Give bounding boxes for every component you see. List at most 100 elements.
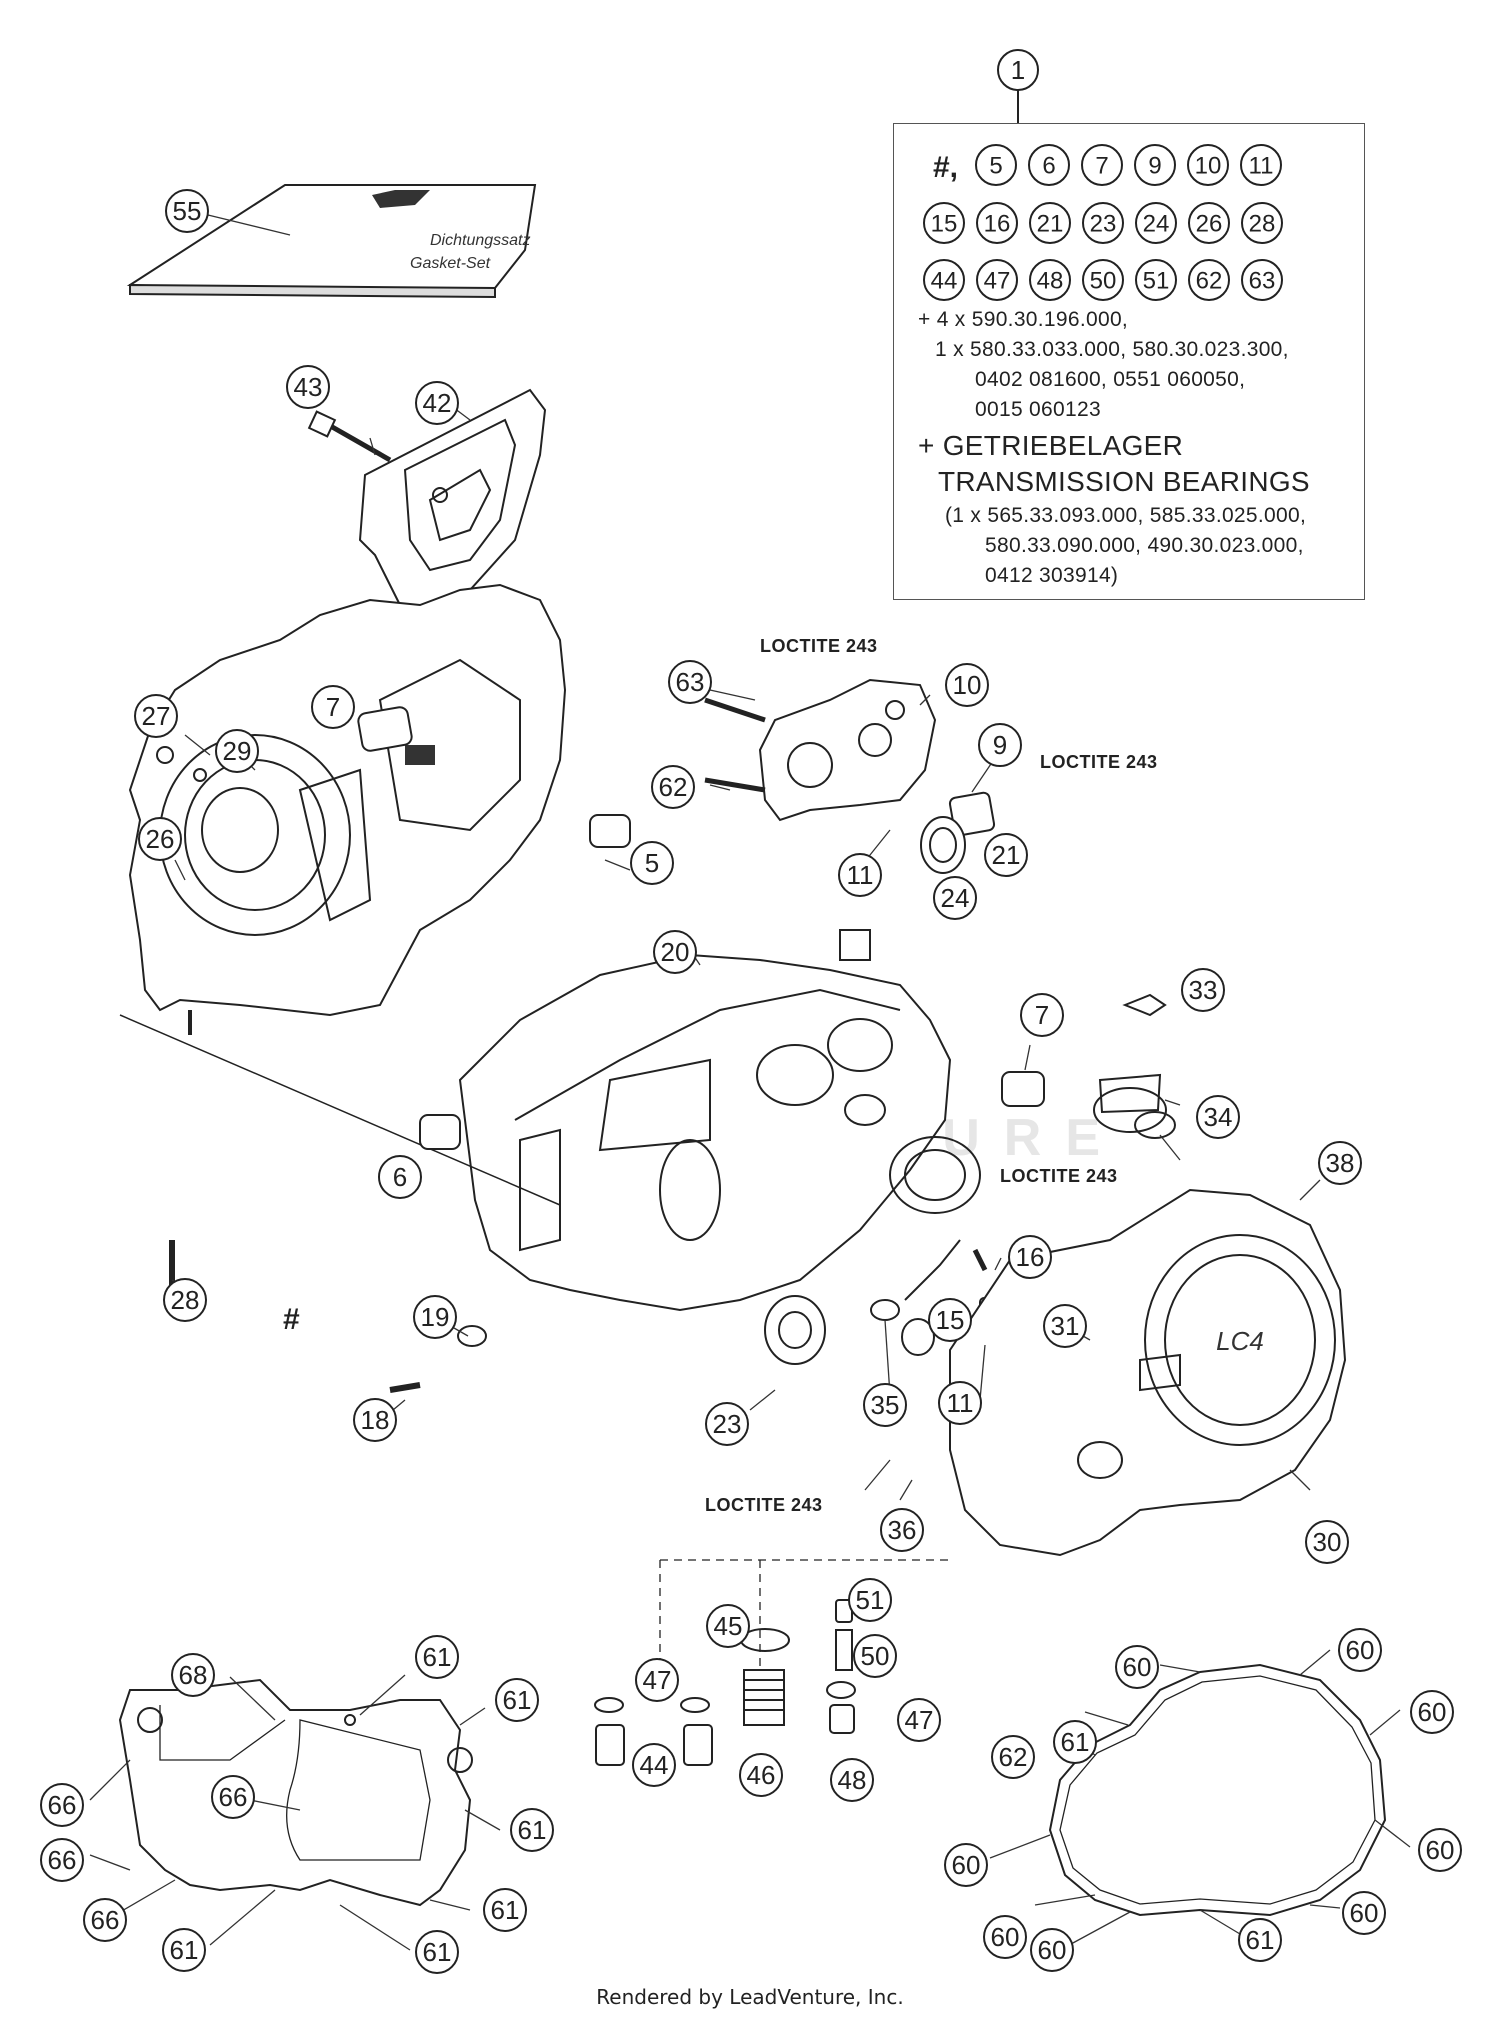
- legend-badge-15[interactable]: 15: [923, 202, 965, 244]
- callout-62[interactable]: 62: [651, 765, 695, 809]
- callout-33[interactable]: 33: [1181, 968, 1225, 1012]
- callout-60[interactable]: 60: [1342, 1891, 1386, 1935]
- callout-60[interactable]: 60: [1115, 1645, 1159, 1689]
- callout-48[interactable]: 48: [830, 1758, 874, 1802]
- callout-63[interactable]: 63: [668, 660, 712, 704]
- legend-badge-24[interactable]: 24: [1135, 202, 1177, 244]
- callout-38[interactable]: 38: [1318, 1141, 1362, 1185]
- callout-7[interactable]: 7: [1020, 993, 1064, 1037]
- callout-7[interactable]: 7: [311, 685, 355, 729]
- svg-text:9: 9: [1148, 152, 1161, 179]
- svg-text:6: 6: [393, 1162, 407, 1192]
- callout-6[interactable]: 6: [378, 1155, 422, 1199]
- callout-55[interactable]: 55: [165, 189, 209, 233]
- callout-26[interactable]: 26: [138, 817, 182, 861]
- svg-text:48: 48: [838, 1765, 867, 1795]
- callout-61[interactable]: 61: [1238, 1918, 1282, 1962]
- legend-badge-6[interactable]: 6: [1028, 144, 1070, 186]
- lc4-logo: LC4: [1216, 1326, 1264, 1356]
- callout-61[interactable]: 61: [162, 1928, 206, 1972]
- legend-badge-5[interactable]: 5: [975, 144, 1017, 186]
- legend-badge-51[interactable]: 51: [1135, 259, 1177, 301]
- legend-badge-47[interactable]: 47: [976, 259, 1018, 301]
- svg-text:47: 47: [905, 1705, 934, 1735]
- callout-31[interactable]: 31: [1043, 1304, 1087, 1348]
- callout-66[interactable]: 66: [211, 1775, 255, 1819]
- svg-text:47: 47: [643, 1665, 672, 1695]
- callout-61[interactable]: 61: [510, 1808, 554, 1852]
- callout-11[interactable]: 11: [838, 853, 882, 897]
- callout-20[interactable]: 20: [653, 930, 697, 974]
- callout-45[interactable]: 45: [706, 1604, 750, 1648]
- callout-23[interactable]: 23: [705, 1402, 749, 1446]
- callout-36[interactable]: 36: [880, 1508, 924, 1552]
- callout-27[interactable]: 27: [134, 694, 178, 738]
- callout-61[interactable]: 61: [495, 1678, 539, 1722]
- callout-61[interactable]: 61: [415, 1635, 459, 1679]
- legend-line-5: + GETRIEBELAGER: [918, 430, 1184, 461]
- callout-11[interactable]: 11: [938, 1381, 982, 1425]
- legend-badge-44[interactable]: 44: [923, 259, 965, 301]
- svg-text:61: 61: [518, 1815, 547, 1845]
- callout-62[interactable]: 62: [991, 1735, 1035, 1779]
- svg-text:68: 68: [179, 1660, 208, 1690]
- legend-badge-28[interactable]: 28: [1241, 202, 1283, 244]
- legend-badge-63[interactable]: 63: [1241, 259, 1283, 301]
- callout-9[interactable]: 9: [978, 723, 1022, 767]
- callout-61[interactable]: 61: [483, 1888, 527, 1932]
- svg-text:60: 60: [1346, 1635, 1375, 1665]
- legend-badge-7[interactable]: 7: [1081, 144, 1123, 186]
- callout-61[interactable]: 61: [1053, 1720, 1097, 1764]
- callout-47[interactable]: 47: [635, 1658, 679, 1702]
- callout-28[interactable]: 28: [163, 1278, 207, 1322]
- callout-1[interactable]: 1: [997, 49, 1039, 123]
- callout-60[interactable]: 60: [1418, 1828, 1462, 1872]
- legend-badge-10[interactable]: 10: [1187, 144, 1229, 186]
- legend-badge-23[interactable]: 23: [1082, 202, 1124, 244]
- legend-badge-26[interactable]: 26: [1188, 202, 1230, 244]
- svg-text:60: 60: [1038, 1935, 1067, 1965]
- callout-29[interactable]: 29: [215, 729, 259, 773]
- svg-text:51: 51: [1143, 267, 1170, 294]
- callout-60[interactable]: 60: [1338, 1628, 1382, 1672]
- callout-43[interactable]: 43: [286, 365, 330, 409]
- callout-60[interactable]: 60: [983, 1915, 1027, 1959]
- callout-66[interactable]: 66: [40, 1838, 84, 1882]
- legend-badge-9[interactable]: 9: [1134, 144, 1176, 186]
- legend-badge-50[interactable]: 50: [1082, 259, 1124, 301]
- legend-badge-16[interactable]: 16: [976, 202, 1018, 244]
- callout-66[interactable]: 66: [83, 1898, 127, 1942]
- svg-text:26: 26: [146, 824, 175, 854]
- callout-34[interactable]: 34: [1196, 1095, 1240, 1139]
- legend-badge-21[interactable]: 21: [1029, 202, 1071, 244]
- callout-24[interactable]: 24: [933, 876, 977, 920]
- callout-42[interactable]: 42: [415, 381, 459, 425]
- callout-35[interactable]: 35: [863, 1383, 907, 1427]
- callout-61[interactable]: 61: [415, 1930, 459, 1974]
- callout-68[interactable]: 68: [171, 1653, 215, 1697]
- callout-30[interactable]: 30: [1305, 1520, 1349, 1564]
- callout-18[interactable]: 18: [353, 1398, 397, 1442]
- callout-51[interactable]: 51: [848, 1578, 892, 1622]
- callout-60[interactable]: 60: [944, 1843, 988, 1887]
- legend-line-6: TRANSMISSION BEARINGS: [938, 466, 1310, 497]
- callout-47[interactable]: 47: [897, 1698, 941, 1742]
- callout-46[interactable]: 46: [739, 1753, 783, 1797]
- callout-16[interactable]: 16: [1008, 1235, 1052, 1279]
- svg-text:38: 38: [1326, 1148, 1355, 1178]
- callout-60[interactable]: 60: [1030, 1928, 1074, 1972]
- callout-21[interactable]: 21: [984, 833, 1028, 877]
- legend-badge-48[interactable]: 48: [1029, 259, 1071, 301]
- svg-text:21: 21: [992, 840, 1021, 870]
- callout-66[interactable]: 66: [40, 1783, 84, 1827]
- callout-19[interactable]: 19: [413, 1295, 457, 1339]
- legend-badge-62[interactable]: 62: [1188, 259, 1230, 301]
- callout-50[interactable]: 50: [853, 1634, 897, 1678]
- callout-5[interactable]: 5: [630, 841, 674, 885]
- callout-15[interactable]: 15: [928, 1298, 972, 1342]
- legend-badge-11[interactable]: 11: [1240, 144, 1282, 186]
- callout-60[interactable]: 60: [1410, 1690, 1454, 1734]
- callout-10[interactable]: 10: [945, 663, 989, 707]
- callout-44[interactable]: 44: [632, 1743, 676, 1787]
